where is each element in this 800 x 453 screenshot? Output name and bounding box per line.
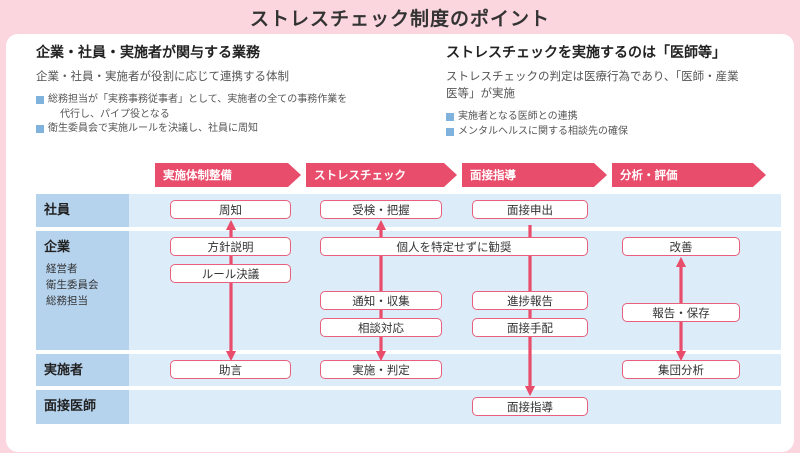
box-report-store: 報告・保存: [622, 303, 740, 322]
right-subheading-line1: ストレスチェックの判定は医療行為であり、「医師・産業: [446, 69, 739, 83]
page-title: ストレスチェック制度のポイント: [249, 8, 550, 30]
left-bullet-1: 総務担当が「実務事務従事者」として、実施者の全ての事務作業を代行し、パイプ役とな…: [36, 93, 416, 122]
phase-analysis: 分析・評価: [612, 163, 766, 187]
box-advice: 助言: [170, 360, 291, 379]
lane-doctor: 面接医師: [36, 390, 781, 424]
lane-label-employee: 社員: [36, 194, 129, 227]
box-improvement: 改善: [622, 237, 740, 256]
phase-setup: 実施体制整備: [155, 163, 301, 187]
box-implement-judge: 実施・判定: [320, 360, 442, 379]
lane-name-company: 企業: [44, 240, 71, 255]
bullet-square-icon: [36, 96, 44, 104]
left-bullet-1-line1: 総務担当が「実務事務従事者」として、実施者の全ての事務作業を: [48, 94, 348, 105]
box-interview-arrange: 面接手配: [472, 318, 588, 337]
lane-name-employee: 社員: [44, 203, 71, 218]
box-progress-report: 進捗報告: [472, 291, 588, 310]
right-bullet-2: メンタルヘルスに関する相談先の確保: [446, 125, 786, 140]
left-bullet-2-text: 衛生委員会で実施ルールを決議し、社員に周知: [48, 123, 258, 134]
right-section: ストレスチェックを実施するのは「医師等」 ストレスチェックの判定は医療行為であり…: [446, 42, 786, 139]
lane-label-practitioner: 実施者: [36, 354, 129, 386]
left-subheading: 企業・社員・実施者が役割に応じて連携する体制: [36, 69, 289, 83]
company-sub-committee: 衛生委員会: [46, 279, 99, 291]
company-sub-executive: 経営者: [46, 263, 78, 275]
right-subheading-line2: 医等」が実施: [446, 86, 515, 100]
company-sub-general-affairs: 総務担当: [46, 295, 88, 307]
right-subheading: ストレスチェックの判定は医療行為であり、「医師・産業医等」が実施: [446, 68, 786, 102]
lane-label-company: 企業 経営者 衛生委員会 総務担当: [36, 231, 129, 350]
phase-stress-check: ストレスチェック: [306, 163, 457, 187]
bullet-square-icon: [36, 125, 44, 133]
box-interview-guidance: 面接指導: [472, 397, 588, 416]
lane-label-doctor: 面接医師: [36, 390, 129, 424]
box-policy-explanation: 方針説明: [170, 237, 291, 256]
left-section: 企業・社員・実施者が関与する業務 企業・社員・実施者が役割に応じて連携する体制 …: [36, 42, 416, 137]
right-heading: ストレスチェックを実施するのは「医師等」: [446, 45, 726, 61]
box-interview-request: 面接申出: [472, 200, 588, 219]
box-group-analysis: 集団分析: [622, 360, 740, 379]
left-bullet-list: 総務担当が「実務事務従事者」として、実施者の全ての事務作業を代行し、パイプ役とな…: [36, 93, 416, 137]
box-notice: 周知: [170, 200, 291, 219]
box-consultation: 相談対応: [320, 318, 442, 337]
right-bullet-1: 実施者となる医師との連携: [446, 110, 786, 125]
phase-interview: 面接指導: [462, 163, 607, 187]
box-rule-resolution: ルール決議: [170, 264, 291, 283]
right-bullet-list: 実施者となる医師との連携 メンタルヘルスに関する相談先の確保: [446, 110, 786, 139]
lane-name-doctor: 面接医師: [44, 399, 97, 414]
right-bullet-1-text: 実施者となる医師との連携: [458, 111, 578, 122]
bullet-square-icon: [446, 113, 454, 121]
box-notify-collect: 通知・収集: [320, 291, 442, 310]
left-bullet-1-line2: 代行し、パイプ役となる: [60, 108, 170, 120]
box-consent: 受検・把握: [320, 200, 442, 219]
bullet-square-icon: [446, 127, 454, 136]
right-bullet-2-text: メンタルヘルスに関する相談先の確保: [458, 125, 628, 137]
left-bullet-2: 衛生委員会で実施ルールを決議し、社員に周知: [36, 122, 416, 137]
lane-name-practitioner: 実施者: [44, 363, 84, 378]
box-anonymous-recommend: 個人を特定せずに勧奨: [320, 237, 588, 256]
left-heading: 企業・社員・実施者が関与する業務: [36, 45, 260, 61]
